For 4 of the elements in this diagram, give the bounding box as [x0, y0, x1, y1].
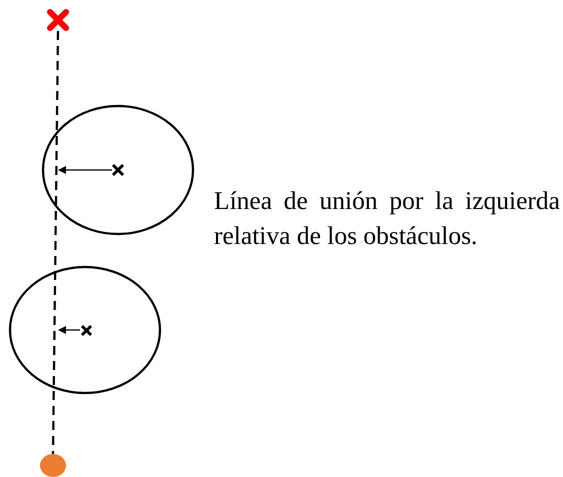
start-cross-mark — [47, 9, 69, 31]
dashed-path-line — [52, 30, 60, 454]
description-text: Línea de unión por la izquierda relativa de los obstáculos. — [214, 185, 560, 252]
goal-dot — [40, 454, 66, 477]
